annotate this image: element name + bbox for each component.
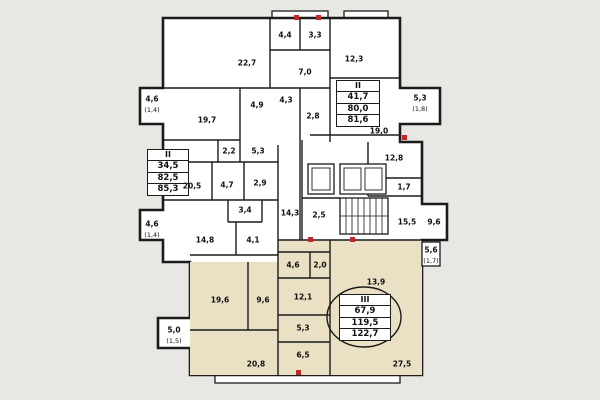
apartment-card-III: III 67,9 119,5 122,7 <box>339 294 391 341</box>
apartment-area: 80,0 <box>337 104 379 116</box>
apartment-area: 119,5 <box>340 318 390 330</box>
stairs <box>339 197 389 235</box>
apartment-area: 41,7 <box>337 92 379 104</box>
apartment-number: II <box>337 81 379 92</box>
apartment-area: 67,9 <box>340 306 390 318</box>
door-marker <box>294 15 407 375</box>
apartment-area: 82,5 <box>148 173 188 185</box>
balcony <box>421 241 441 267</box>
apartment-number: III <box>340 295 390 306</box>
apartment-area: 122,7 <box>351 329 379 340</box>
apartment-area: 81,6 <box>347 115 369 126</box>
apartment-area: 34,5 <box>148 161 188 173</box>
elevator-shaft <box>307 163 387 195</box>
apartment-area: 85,3 <box>157 184 179 195</box>
apartment-oval <box>326 286 402 348</box>
apartment-number: II <box>148 150 188 161</box>
apartment-card-II-left: II 34,5 82,5 85,3 <box>147 149 189 196</box>
apartment-card-II-right: II 41,7 80,0 81,6 <box>336 80 380 127</box>
